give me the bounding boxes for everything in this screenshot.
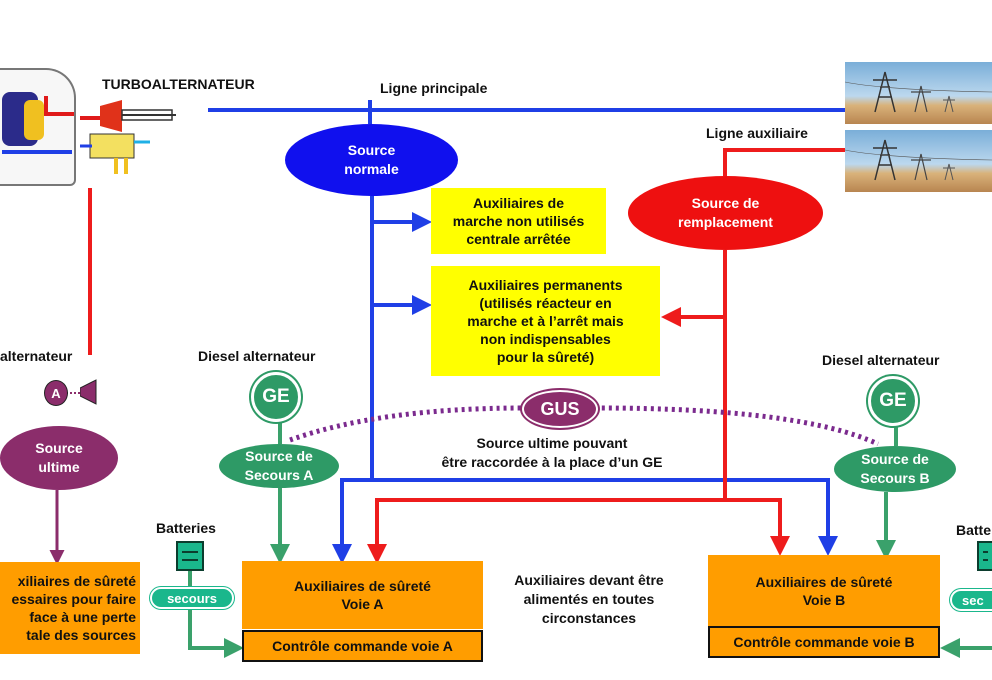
controle-commande-voie-a: Contrôle commande voie A (242, 630, 483, 662)
batteries-b-label: Batte (956, 522, 992, 538)
ge-b-circle: GE (868, 376, 918, 426)
gus-caption: Source ultime pouvant être raccordée à l… (420, 434, 684, 472)
source-normale-line: normale (344, 161, 399, 177)
secours-a-to-cc (188, 610, 244, 658)
reactor-schematic-icon (0, 68, 76, 186)
center-note-line: circonstances (541, 610, 637, 626)
box-line: Auxiliaires de (472, 195, 565, 211)
source-ultime: Source ultime (0, 426, 118, 490)
gus-label: GUS (540, 398, 580, 419)
aux-line (723, 148, 845, 176)
alternator-engine-icon (80, 379, 97, 405)
turboalternateur-label: TURBOALTERNATEUR (102, 76, 255, 92)
gus-caption-line: Source ultime pouvant (476, 435, 628, 451)
box-line: centrale arrêtée (466, 231, 571, 247)
ge-a-label: GE (262, 386, 290, 407)
box-line: Voie B (802, 591, 846, 608)
red-to-voie-b (725, 498, 790, 556)
center-note: Auxiliaires devant être alimentés en tou… (494, 571, 684, 628)
box-line: marche et à l’arrêt mais (467, 313, 624, 329)
diesel-left-label: alternateur (0, 348, 73, 364)
turbine-schematic-icon (80, 100, 176, 174)
diesel-a-label: Diesel alternateur (198, 348, 316, 364)
cc-b-label: Contrôle commande voie B (733, 634, 915, 650)
box-auxiliaires-marche: Auxiliaires de marche non utilisés central… (431, 188, 606, 254)
box-line: marche non utilisés (452, 213, 585, 229)
source-secours-b: Source de Secours B (834, 446, 956, 492)
source-secours-b-line: Secours B (860, 470, 930, 486)
box-line: Auxiliaires de sûreté (755, 573, 893, 590)
box-line: face à une perte (29, 609, 136, 625)
source-normale-line: Source (347, 142, 396, 158)
box-line: pour la sûreté) (496, 349, 595, 365)
box-line: essaires pour faire (11, 591, 136, 607)
box-auxiliaires-ultime: xiliaires de sûreté essaires pour faire fa… (0, 562, 140, 654)
box-line: Auxiliaires de sûreté (294, 578, 431, 594)
source-secours-a: Source de Secours A (219, 444, 339, 488)
power-pylon-icon (845, 62, 992, 124)
box-line: (utilisés réacteur en (479, 295, 612, 311)
alt-letter: A (51, 385, 61, 401)
source-ultime-line: Source (35, 440, 83, 456)
source-secours-b-line: Source de (861, 451, 929, 467)
ge-a-circle: GE (251, 372, 301, 422)
source-remplacement-line: Source de (691, 195, 760, 211)
power-pylon-icon (845, 130, 992, 192)
blue-to-voie-b (372, 478, 838, 556)
source-secours-a-line: Source de (245, 448, 313, 464)
ligne-principale-label: Ligne principale (380, 80, 488, 96)
source-remplacement: Source de remplacement (628, 176, 823, 250)
battery-icon (176, 541, 204, 571)
source-secours-a-line: Secours A (244, 467, 314, 483)
cc-a-label: Contrôle commande voie A (272, 638, 453, 654)
gus-ellipse: GUS (522, 390, 598, 428)
box-line: non indispensables (480, 331, 611, 347)
ge-b-label: GE (879, 390, 907, 411)
controle-commande-voie-b: Contrôle commande voie B (708, 626, 940, 658)
box-line: tale des sources (26, 627, 136, 643)
diesel-b-label: Diesel alternateur (822, 352, 940, 368)
red-to-voie-a (367, 498, 725, 564)
secours-b-pill: sec (950, 589, 992, 611)
batteries-a-label: Batteries (156, 520, 216, 536)
source-remplacement-line: remplacement (678, 214, 773, 230)
box-line: xiliaires de sûreté (17, 573, 136, 589)
source-ultime-line: ultime (38, 459, 80, 475)
battery-icon (977, 541, 992, 571)
box-auxiliaires-permanents: Auxiliaires permanents (utilisés réacteur… (431, 266, 660, 376)
alternator-a-icon: A (44, 380, 68, 406)
box-line: Auxiliaires permanents (468, 277, 623, 293)
center-note-line: alimentés en toutes (523, 591, 655, 607)
box-line: Voie A (341, 596, 384, 612)
center-note-line: Auxiliaires devant être (514, 572, 664, 588)
source-normale: Source normale (285, 124, 458, 196)
gus-caption-line: être raccordée à la place d’un GE (441, 454, 663, 470)
ligne-auxiliaire-label: Ligne auxiliaire (706, 125, 808, 141)
secours-b-label: sec (962, 592, 984, 608)
secours-a-label: secours (167, 590, 217, 606)
secours-a-pill: secours (150, 587, 234, 609)
blue-to-voie-a (332, 478, 372, 564)
